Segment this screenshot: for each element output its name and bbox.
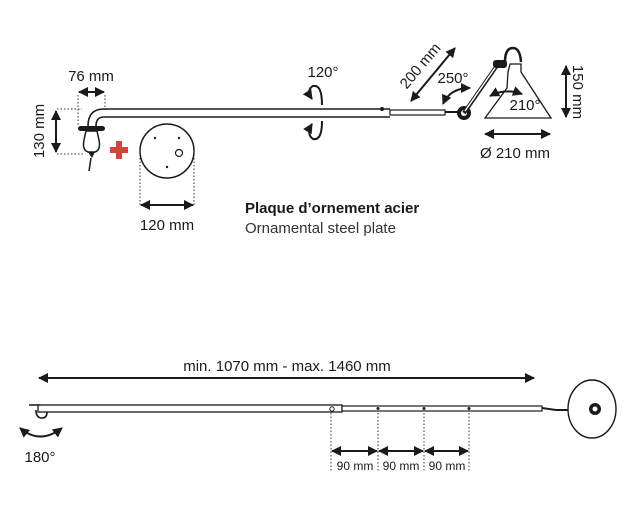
rotation-arrow-top: [302, 84, 323, 106]
shade-angle-arrow: [489, 86, 523, 97]
bracket-height-label: 130 mm: [31, 104, 48, 158]
bracket-width-label: 76 mm: [68, 68, 114, 85]
shade-height-label: 150 mm: [569, 65, 586, 119]
arm-extension: [389, 109, 446, 116]
outer-tube: [37, 404, 343, 413]
elbow-angle-label: 250°: [437, 70, 468, 87]
plate-caption-title: Plaque d’ornement acier: [245, 200, 419, 217]
arm-tube-bottom: [95, 116, 390, 127]
plate-caption-subtitle: Ornamental steel plate: [245, 220, 396, 237]
elbow-angle-arrow: [442, 83, 471, 105]
arm-rotation-label: 120°: [307, 64, 338, 81]
rotation-arrow-bottom: [303, 120, 323, 141]
increment-label: 90 mm: [429, 459, 466, 473]
plate-diameter-label: 120 mm: [140, 217, 194, 234]
shade-diameter-label: Ø 210 mm: [480, 145, 550, 162]
increment-label: 90 mm: [383, 459, 420, 473]
base-rotation-arrow: [19, 427, 63, 438]
length-range-label: min. 1070 mm - max. 1460 mm: [183, 358, 391, 375]
inner-tube: [341, 405, 543, 412]
arm-tube-top: [87, 108, 390, 127]
wall-bracket: [78, 126, 105, 172]
shade-angle-label: 210°: [509, 97, 540, 114]
ornamental-plate: [139, 123, 195, 179]
upper-arm-arrow: [410, 47, 456, 102]
base-rotation-label: 180°: [24, 449, 55, 466]
increment-label: 90 mm: [337, 459, 374, 473]
plus-icon: [110, 141, 128, 159]
bottom-view: min. 1070 mm - max. 1460 mm 180° 90 mm 9…: [19, 358, 617, 473]
